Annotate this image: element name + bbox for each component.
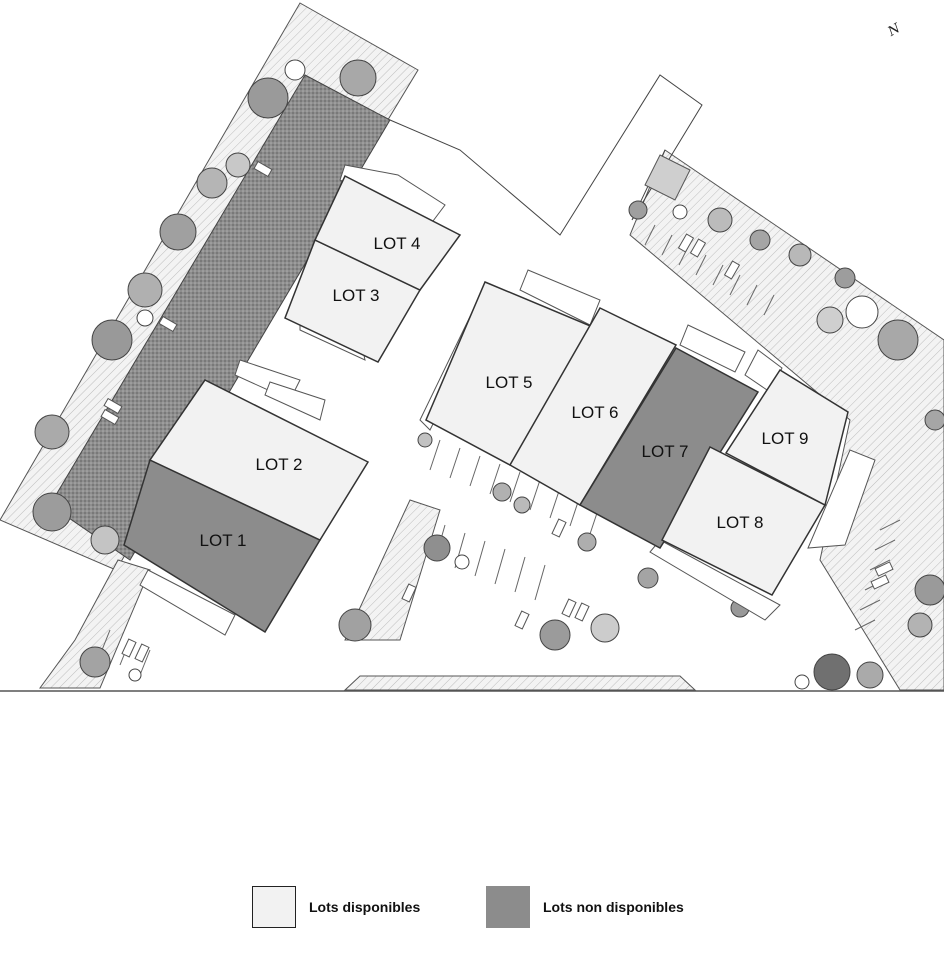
sidewalk-curb xyxy=(343,675,697,691)
lot-6-label: LOT 6 xyxy=(572,403,619,422)
lot-9-label: LOT 9 xyxy=(762,429,809,448)
access-road-outline xyxy=(389,74,703,236)
legend-item-unavailable: Lots non disponibles xyxy=(486,886,684,928)
lots xyxy=(123,174,849,634)
legend-swatch-available xyxy=(252,886,296,928)
parked-cars xyxy=(100,160,894,663)
legend-swatch-unavailable xyxy=(486,886,530,928)
landscape-strip-southwest xyxy=(39,559,151,689)
legend-label-available: Lots disponibles xyxy=(309,899,421,915)
legend: Lots disponibles Lots non disponibles xyxy=(0,886,944,936)
trees xyxy=(32,59,944,691)
lot-8-label: LOT 8 xyxy=(717,513,764,532)
lot-5-label: LOT 5 xyxy=(486,373,533,392)
parking-lot-west xyxy=(49,74,391,561)
legend-item-available: Lots disponibles xyxy=(252,886,420,928)
landscape-strip-northeast xyxy=(629,149,944,691)
landscape-island-south xyxy=(344,499,441,641)
lot-2-parcel[interactable] xyxy=(148,379,370,541)
lot-4-parcel[interactable] xyxy=(314,174,462,291)
north-arrow-icon: N xyxy=(885,21,904,40)
lot-7-parcel[interactable] xyxy=(578,347,760,549)
lot-4-label: LOT 4 xyxy=(374,234,421,253)
lot-1-label: LOT 1 xyxy=(200,531,247,550)
legend-label-unavailable: Lots non disponibles xyxy=(543,899,684,915)
lot-9-parcel[interactable] xyxy=(724,368,849,507)
site-plan-map: LOT 1 LOT 2 LOT 3 LOT 4 LOT 5 LOT 6 LOT … xyxy=(0,2,944,692)
lot-2-label: LOT 2 xyxy=(256,455,303,474)
lot-7-label: LOT 7 xyxy=(642,442,689,461)
lot-3-label: LOT 3 xyxy=(333,286,380,305)
